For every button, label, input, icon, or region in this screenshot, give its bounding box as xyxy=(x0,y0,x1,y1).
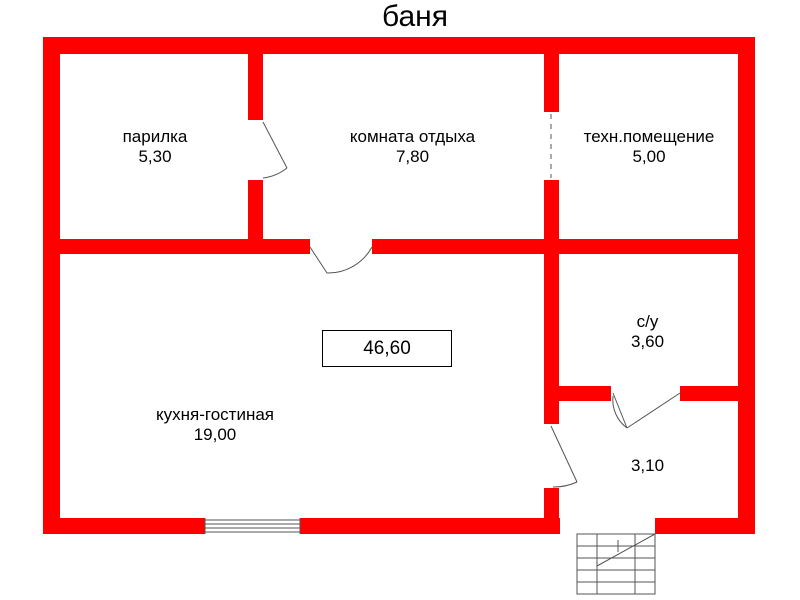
openings xyxy=(204,114,681,595)
wall-tech-upper xyxy=(544,54,559,112)
total-area-box: 46,60 xyxy=(322,330,452,367)
room-name: кухня-гостиная xyxy=(156,405,274,424)
entrance-steps xyxy=(576,533,656,595)
door-parilka xyxy=(262,121,288,179)
wall-mid-right xyxy=(372,239,755,254)
wall-parilka-lower xyxy=(248,180,263,247)
wall-bottom-middle xyxy=(300,518,560,534)
room-tambur: 3,10 xyxy=(610,456,685,476)
room-name: парилка xyxy=(122,127,188,146)
wall-mid-left xyxy=(60,239,310,254)
room-tekh-pomeshchenie: техн.помещение 5,00 xyxy=(560,127,738,166)
wall-left xyxy=(43,37,60,534)
room-parilka: парилка 5,30 xyxy=(100,127,210,166)
room-area: 5,30 xyxy=(138,146,172,166)
wall-bottom-right xyxy=(655,518,755,534)
room-komnata-otdykha: комната отдыха 7,80 xyxy=(320,127,505,166)
wall-right-upper xyxy=(738,37,755,254)
window xyxy=(204,518,301,534)
wall-parilka-upper xyxy=(248,54,263,120)
plan-title: баня xyxy=(382,0,448,33)
room-kukhnya-gostinaya: кухня-гостиная 19,00 xyxy=(130,405,300,444)
door-kitchen xyxy=(550,425,578,488)
room-su: с/у 3,60 xyxy=(600,312,695,351)
wall-vertical-right xyxy=(544,254,559,424)
door-su xyxy=(612,392,681,429)
wall-bottom-left xyxy=(43,518,205,534)
walls xyxy=(43,37,755,534)
wall-su-right xyxy=(680,386,755,401)
room-area: 7,80 xyxy=(395,146,430,166)
room-area: 3,60 xyxy=(630,331,665,351)
room-area: 3,10 xyxy=(630,456,665,475)
wall-top xyxy=(43,37,755,54)
total-area: 46,60 xyxy=(363,337,411,359)
room-name: с/у xyxy=(636,312,659,331)
wall-vertical-right-bottom xyxy=(544,488,559,534)
wall-tech-lower xyxy=(544,180,559,240)
wall-su-left xyxy=(559,386,611,401)
room-name: техн.помещение xyxy=(583,127,715,146)
room-area: 5,00 xyxy=(632,146,666,166)
door-komnata xyxy=(309,246,373,274)
room-name: комната отдыха xyxy=(349,127,476,146)
room-area: 19,00 xyxy=(193,424,237,444)
